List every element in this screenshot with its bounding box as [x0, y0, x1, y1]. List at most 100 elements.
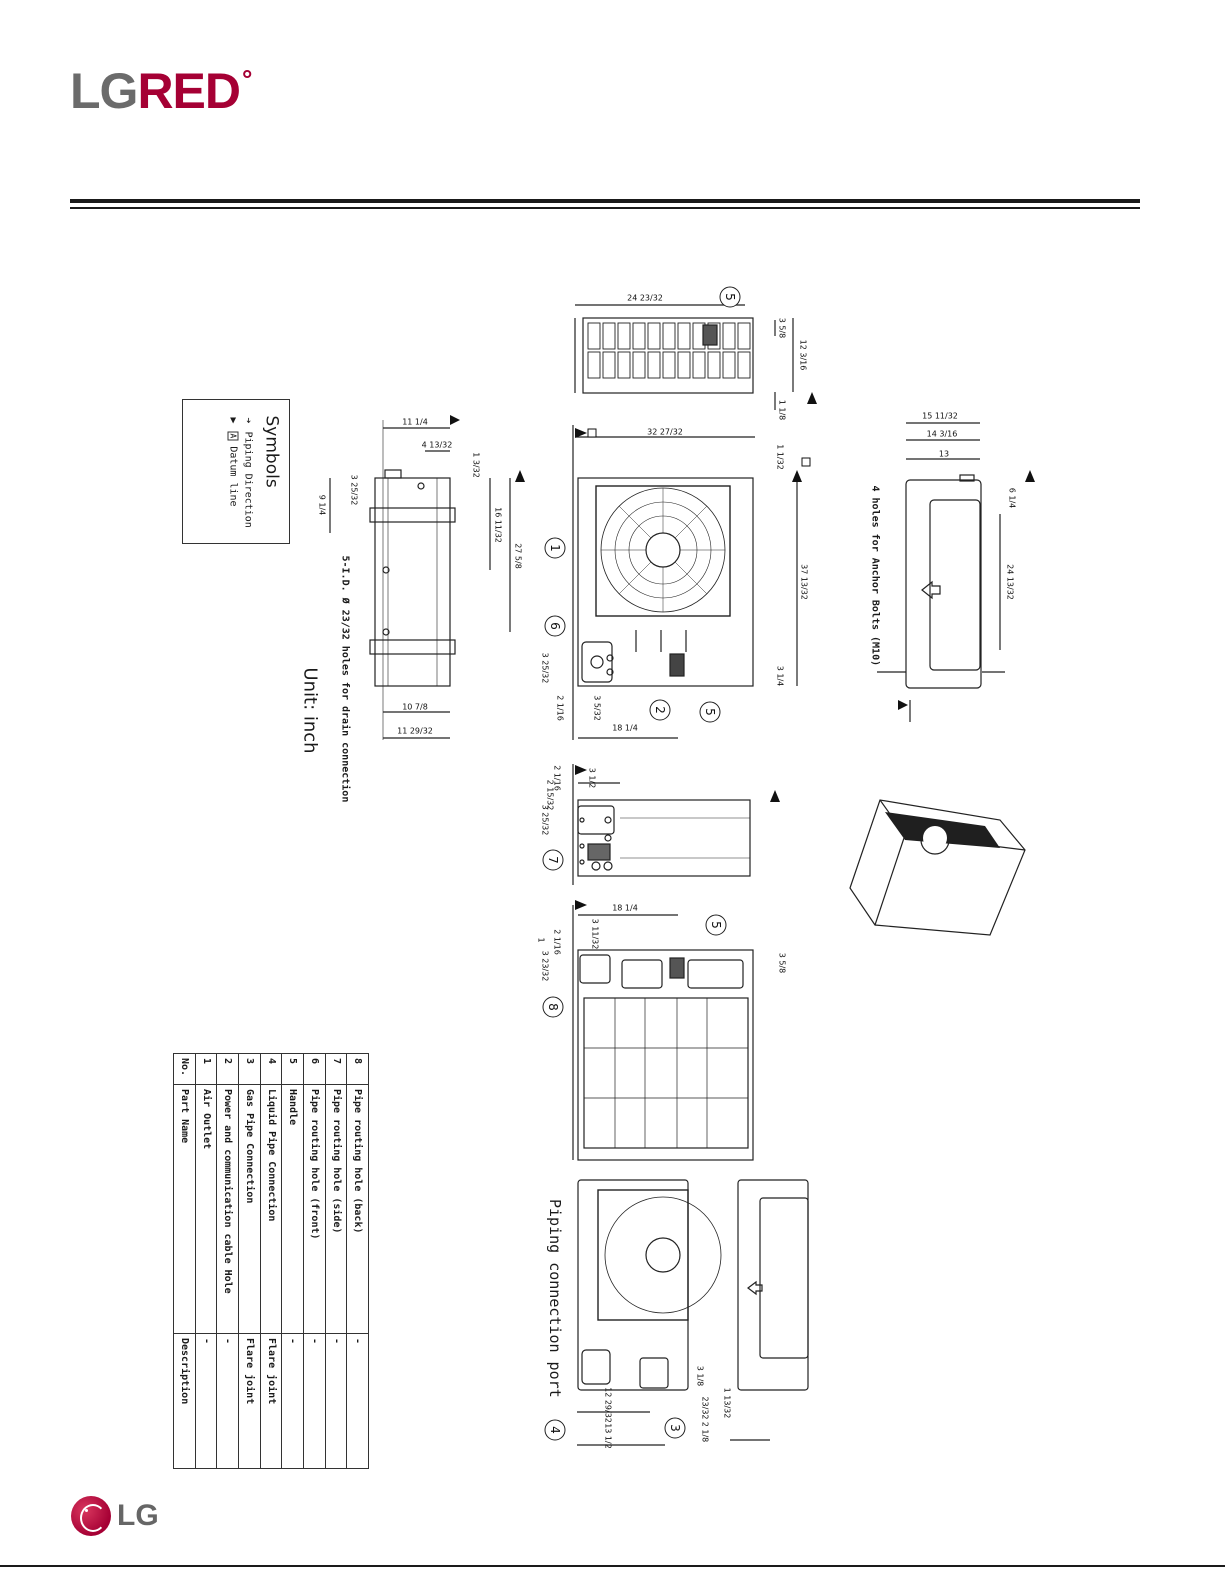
dim-side-16: 16 11/32 [494, 507, 503, 543]
callout-7 [542, 849, 564, 871]
side-view [329, 420, 511, 740]
callout-8-label: 8 [546, 1003, 560, 1011]
unit-label: Unit: inch [299, 667, 321, 754]
datum-markers [450, 392, 1035, 910]
cell-no: 4 [260, 1053, 282, 1085]
cell-name: Gas Pipe Connection [238, 1084, 261, 1334]
callout-4 [544, 1419, 566, 1441]
dim-base-6: 6 1/4 [1008, 488, 1017, 509]
callout-1 [544, 537, 566, 559]
dim-port-13: 13 1/2 [604, 1423, 613, 1449]
dim-base-13: 13 [939, 450, 949, 459]
dim-back-1: 1 [537, 937, 546, 942]
cell-description: - [216, 1333, 239, 1469]
cell-no: 2 [216, 1053, 239, 1085]
dim-top-width: 24 23/32 [627, 294, 663, 303]
side-view-outline [374, 477, 451, 687]
brand-red: RED [137, 63, 241, 119]
dim-side-3: 3 25/32 [350, 475, 359, 506]
callout-5c [705, 914, 727, 936]
dim-front-hole-x2: 3 5/32 [593, 695, 602, 721]
base-view-outline [905, 479, 982, 689]
callout-6 [544, 615, 566, 637]
parts-table: 8 Pipe routing hole (back) - 7 Pipe rout… [173, 1053, 369, 1469]
symbols-datum-label: Datum line [227, 446, 239, 507]
isometric-fan-hub [923, 826, 947, 850]
table-row: 3 Gas Pipe Connection Flare joint [238, 1053, 261, 1469]
cell-name: Pipe routing hole (back) [346, 1084, 369, 1334]
dim-port-12: 12 29/32 [604, 1387, 613, 1423]
table-row: 6 Pipe routing hole (front) - [303, 1053, 326, 1469]
front-view [572, 425, 798, 740]
port-view-front [577, 1179, 689, 1391]
datum-triangle-icon: ▶ [227, 417, 239, 424]
base-view [877, 422, 1005, 722]
dim-base-14: 14 3/16 [927, 430, 958, 439]
cell-no: 5 [281, 1053, 304, 1085]
dim-front-height: 37 13/32 [800, 564, 809, 600]
dim-left-3b: 3 25/32 [541, 805, 550, 836]
callout-3 [664, 1417, 686, 1439]
dim-side-11: 11 1/4 [402, 418, 428, 427]
brand-degree: ° [242, 64, 252, 94]
arrow-right-icon: ➔ [242, 417, 254, 424]
dim-side-10: 10 7/8 [402, 703, 428, 712]
drain-holes-label: 5-I.D. Ø 23/32 holes for drain connectio… [339, 555, 351, 803]
lg-face-icon [71, 1496, 111, 1536]
cell-name: Liquid Pipe Connection [260, 1084, 282, 1334]
callout-4-label: 4 [548, 1426, 562, 1434]
datum-letter-box: A [227, 431, 239, 441]
symbols-piping-row: ➔ Piping Direction [241, 402, 256, 545]
dim-top-depth-a: 3 5/8 [778, 318, 787, 339]
brand-lg: LG [70, 63, 138, 119]
dim-front-hole-x1: 2 1/16 [556, 695, 565, 721]
dim-front-top-offset: 1 1/32 [776, 444, 785, 470]
header-part-name: Part Name [173, 1084, 196, 1334]
symbols-legend: Symbols ➔ Piping Direction ▶ A Datum lin… [182, 399, 290, 544]
callout-6-label: 6 [548, 622, 562, 630]
header-rule-thick [70, 199, 1140, 203]
symbols-datum-row: ▶ A Datum line [226, 402, 241, 545]
brand-logo: LGRED° [70, 63, 252, 119]
footer-logo-text: LG [117, 1499, 159, 1532]
footer-lg-logo: LG [71, 1496, 159, 1536]
port-view [577, 1179, 809, 1446]
header-description: Description [173, 1333, 196, 1469]
piping-connection-port-label: Piping connection port [546, 1199, 564, 1398]
cell-no: 1 [195, 1053, 217, 1085]
table-row: 8 Pipe routing hole (back) - [346, 1053, 369, 1469]
front-view-outline [577, 477, 754, 687]
cell-description: - [195, 1333, 217, 1469]
dim-port-23: 23/32 [701, 1396, 710, 1419]
dim-side-1: 1 3/32 [472, 452, 481, 478]
top-view-outline [582, 317, 754, 394]
dim-port-2: 2 1/8 [701, 1422, 710, 1443]
dim-port-1: 1 13/32 [723, 1388, 732, 1419]
cell-description: - [281, 1333, 304, 1469]
dim-front-width: 32 27/32 [647, 428, 683, 437]
cell-no: 6 [303, 1053, 326, 1085]
table-row: 2 Power and communication cable Hole - [216, 1053, 239, 1469]
dim-left-2: 2 1/16 [553, 765, 562, 791]
cell-description: - [346, 1333, 369, 1469]
table-row: 7 Pipe routing hole (side) - [325, 1053, 347, 1469]
dim-back-2: 2 1/16 [553, 929, 562, 955]
symbols-legend-content: Symbols ➔ Piping Direction ▶ A Datum lin… [182, 402, 288, 545]
dim-back-18: 18 1/4 [612, 904, 638, 913]
dim-front-hole-h: 3 25/32 [541, 653, 550, 684]
anchor-holes-label: 4 holes for Anchor Bolts (M10) [869, 485, 881, 667]
callout-2 [649, 699, 671, 721]
cell-no: 3 [238, 1053, 261, 1085]
back-view [572, 905, 754, 1161]
callout-5a-label: 5 [703, 708, 717, 716]
cell-name: Power and communication cable Hole [216, 1084, 239, 1334]
header-no: No. [173, 1053, 196, 1085]
callout-7-label: 7 [546, 856, 560, 864]
parts-table-rotated: 8 Pipe routing hole (back) - 7 Pipe rout… [173, 1053, 369, 1469]
left-side-view [572, 764, 751, 885]
cell-description: Flare joint [260, 1333, 282, 1469]
dim-left-rh: 2 15/32 [546, 780, 555, 811]
dim-front-hole-x3: 18 1/4 [612, 724, 638, 733]
dim-base-15: 15 11/32 [922, 412, 958, 421]
